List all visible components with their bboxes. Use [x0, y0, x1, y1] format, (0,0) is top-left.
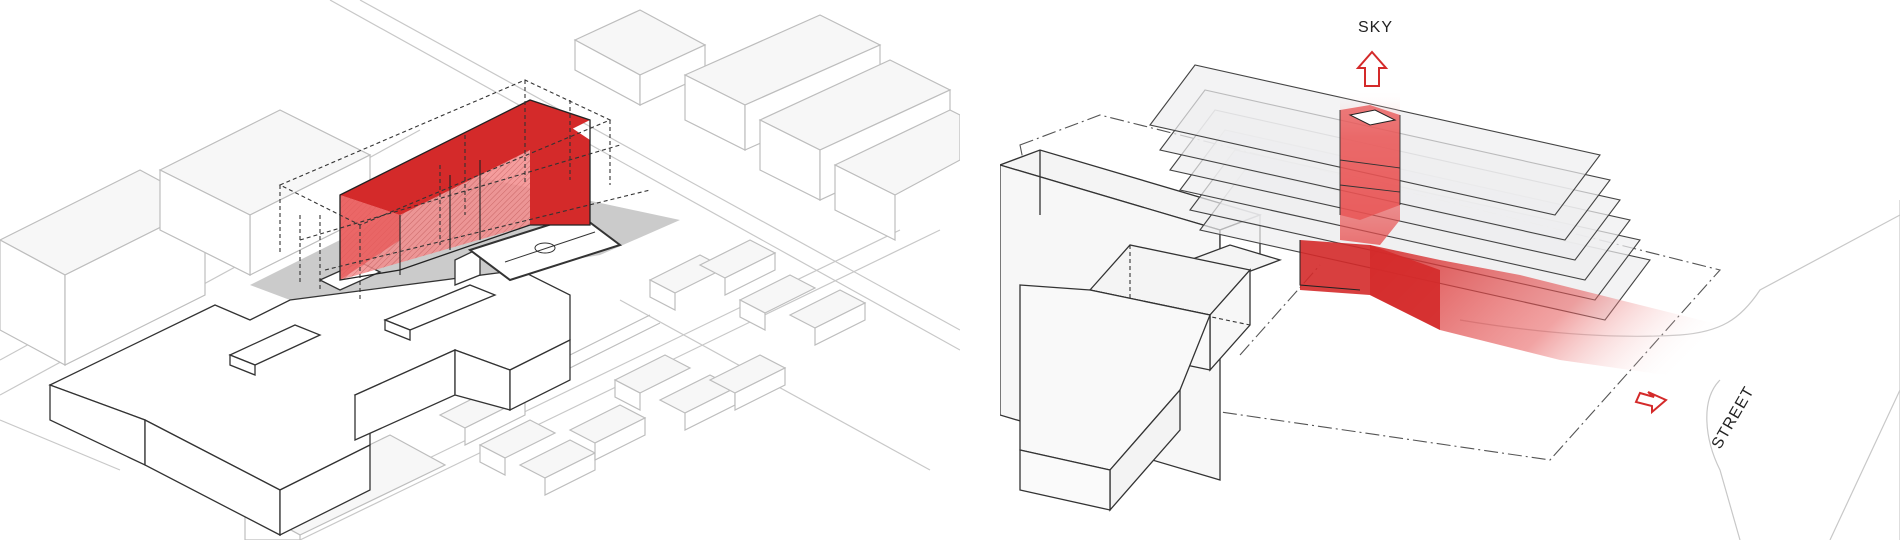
existing-blocks — [1000, 149, 1283, 512]
context-buildings — [0, 9, 960, 540]
street-flow — [1370, 245, 1760, 380]
sky-label: SKY — [1358, 19, 1393, 36]
dashed-envelope — [278, 79, 651, 300]
sky-shaft-lines — [1339, 110, 1401, 215]
sky-street-diagram: SKY STREET — [1000, 0, 1900, 540]
street-flow-edge — [1299, 240, 1361, 291]
street-label: STREET — [1709, 384, 1758, 452]
arrow-right-icon — [1634, 391, 1668, 415]
sky-shaft-core — [1340, 105, 1400, 220]
site-axonometric-diagram — [0, 0, 960, 540]
sky-shaft-opening — [1348, 109, 1397, 126]
arrow-up-icon — [1355, 50, 1389, 87]
site-axonometric-svg — [0, 0, 960, 540]
street-flow-base — [1300, 240, 1440, 330]
sky-street-svg: SKY STREET — [1000, 19, 1900, 540]
